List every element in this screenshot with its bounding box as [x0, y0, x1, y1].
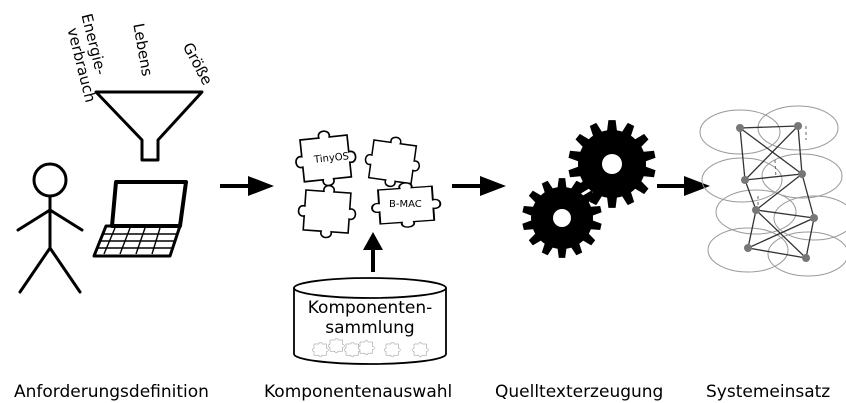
puzzle-piece: [361, 132, 424, 191]
sensor-network-icon: [699, 105, 846, 277]
repository-label-line1: Komponenten-: [307, 298, 433, 318]
stage-label-codegen: Quelltexterzeugung: [495, 382, 664, 402]
puzzle-piece: [296, 182, 359, 241]
arrow-requirements-to-components: [220, 176, 274, 196]
arrow-codegen-to-deployment: [657, 176, 710, 196]
stage-label-requirements: Anforderungsdefinition: [14, 382, 209, 402]
gear-small-icon: [522, 178, 602, 258]
arrow-components-to-codegen: [452, 176, 506, 196]
gear-large-icon: [568, 120, 656, 208]
repository-label-line2: sammlung: [325, 318, 415, 338]
gear-big-hole: [602, 154, 622, 174]
funnel-icon: [94, 90, 204, 162]
laptop-icon: [92, 180, 188, 258]
puzzle-pieces: [292, 127, 443, 241]
stick-figure-icon: [16, 162, 84, 294]
arrow-repository-to-puzzle: [363, 232, 383, 272]
gear-small-hole: [553, 209, 571, 227]
stage-label-components: Komponentenauswahl: [264, 382, 453, 402]
stage-label-deployment: Systemeinsatz: [706, 382, 831, 402]
puzzle-label-mac: B-MAC: [389, 199, 422, 210]
